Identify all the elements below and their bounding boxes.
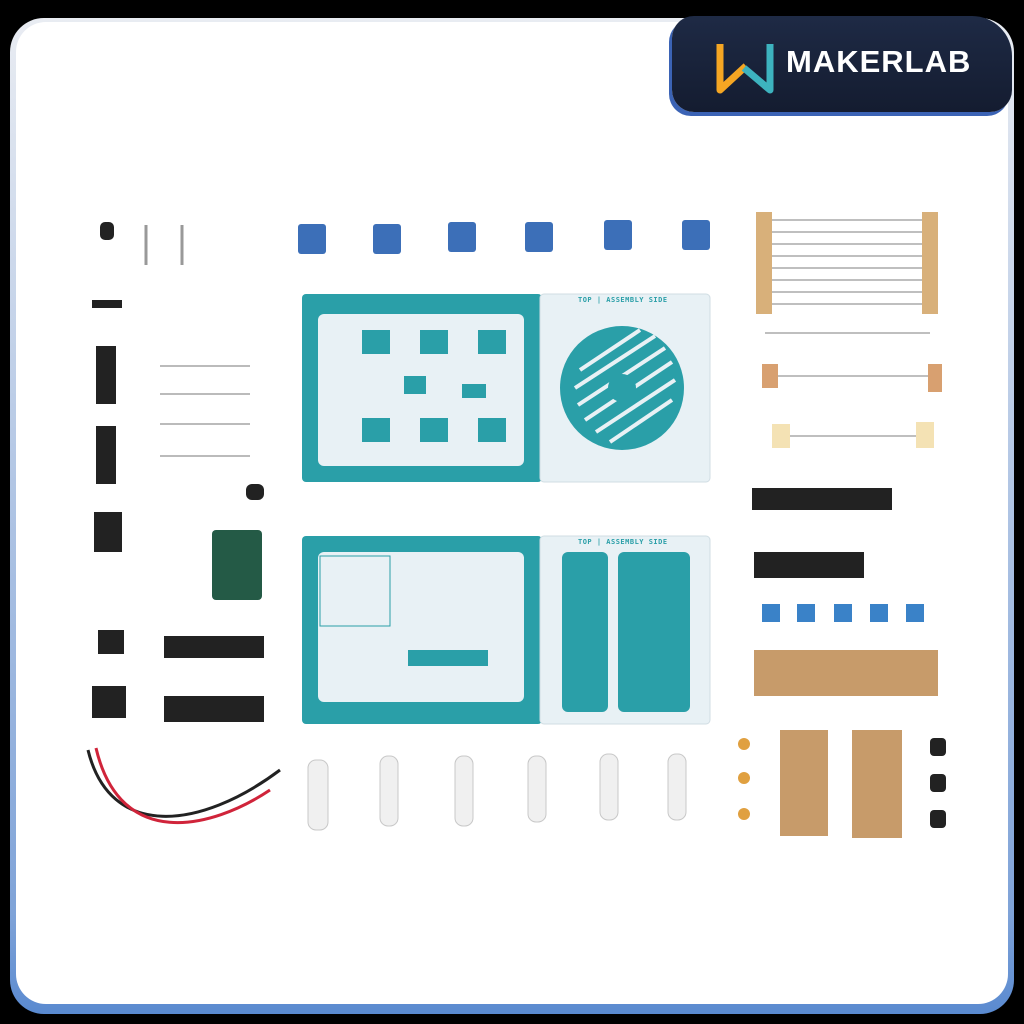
- pcb-board-top: [302, 293, 711, 483]
- image-frame: [10, 18, 1014, 1014]
- standoffs: [307, 753, 687, 831]
- photo-background: [16, 22, 1008, 1004]
- right-components: [738, 212, 946, 838]
- brand-name: MAKERLAB: [786, 44, 972, 79]
- wires: [86, 747, 281, 825]
- pcb-bottom-label: TOP | ASSEMBLY SIDE: [578, 538, 668, 546]
- makerlab-logo-icon: [716, 44, 774, 94]
- leds: [160, 365, 250, 457]
- trimmer-potentiometers: [298, 220, 710, 254]
- pcb-board-bottom: [302, 535, 711, 725]
- screws: [144, 225, 184, 265]
- brand-badge: MAKERLAB: [672, 16, 1012, 112]
- left-components: [92, 222, 264, 722]
- pcb-top-label: TOP | ASSEMBLY SIDE: [578, 296, 668, 304]
